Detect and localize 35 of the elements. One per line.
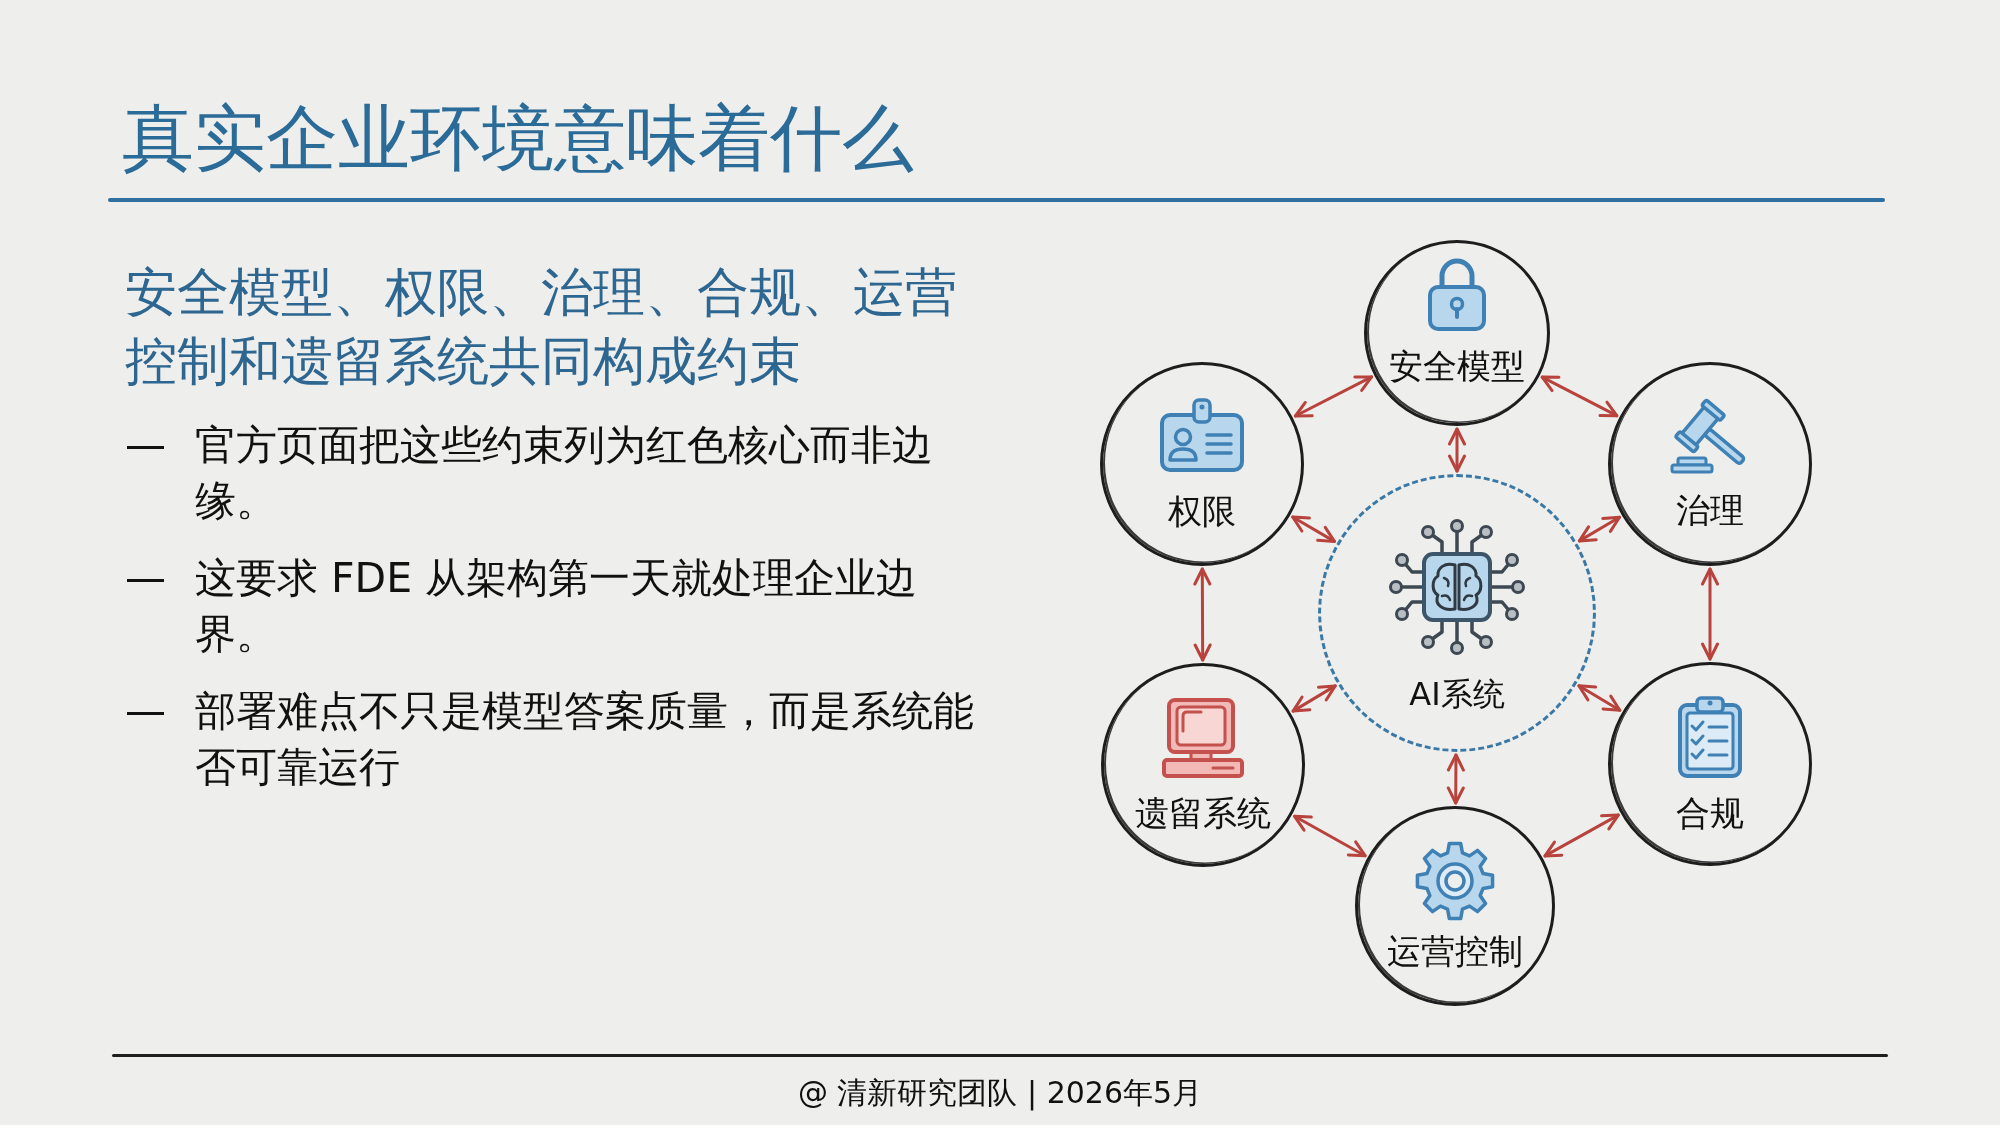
topic-circle bbox=[1608, 362, 1812, 566]
topic-circle bbox=[1100, 362, 1304, 566]
node-label: 权限 bbox=[1168, 491, 1236, 531]
node-label: AI系统 bbox=[1409, 674, 1505, 714]
bullet-text: 官方页面把这些约束列为红色核心而非边缘。 bbox=[195, 420, 934, 527]
double-arrow bbox=[1577, 684, 1622, 712]
footer-credit: @ 清新研究团队 | 2026年5月 bbox=[797, 1074, 1203, 1113]
bullet-dash: — bbox=[125, 686, 166, 737]
double-arrow bbox=[1193, 567, 1212, 662]
subtitle: 安全模型、权限、治理、合规、运营控制和遗留系统共同构成约束 bbox=[125, 261, 958, 393]
bullet-dash: — bbox=[125, 420, 166, 471]
node-label: 合规 bbox=[1676, 793, 1744, 833]
double-arrow bbox=[1293, 375, 1374, 418]
double-arrow bbox=[1701, 567, 1719, 661]
double-arrow bbox=[1446, 753, 1465, 805]
node-label: 治理 bbox=[1676, 490, 1744, 530]
double-arrow bbox=[1448, 427, 1466, 473]
node-label: 遗留系统 bbox=[1135, 793, 1271, 833]
double-arrow bbox=[1577, 515, 1621, 543]
slide-title: 真实企业环境意味着什么 bbox=[122, 95, 914, 182]
node-label: 运营控制 bbox=[1387, 931, 1523, 971]
bullet-text: 这要求 FDE 从架构第一天就处理企业边界。 bbox=[195, 553, 919, 660]
topic-circle bbox=[1364, 240, 1550, 426]
bullet-dash: — bbox=[125, 553, 166, 604]
double-arrow bbox=[1291, 515, 1336, 543]
double-arrow bbox=[1543, 813, 1620, 858]
topic-circle bbox=[1608, 662, 1812, 866]
topic-circle bbox=[1101, 663, 1305, 867]
double-arrow bbox=[1293, 814, 1367, 858]
double-arrow bbox=[1291, 684, 1337, 713]
bullet-text: 部署难点不只是模型答案质量，而是系统能否可靠运行 bbox=[195, 686, 975, 793]
topic-circle bbox=[1355, 806, 1555, 1006]
node-label: 安全模型 bbox=[1389, 346, 1525, 386]
double-arrow bbox=[1540, 375, 1619, 418]
dashed-core-circle bbox=[1318, 474, 1596, 752]
